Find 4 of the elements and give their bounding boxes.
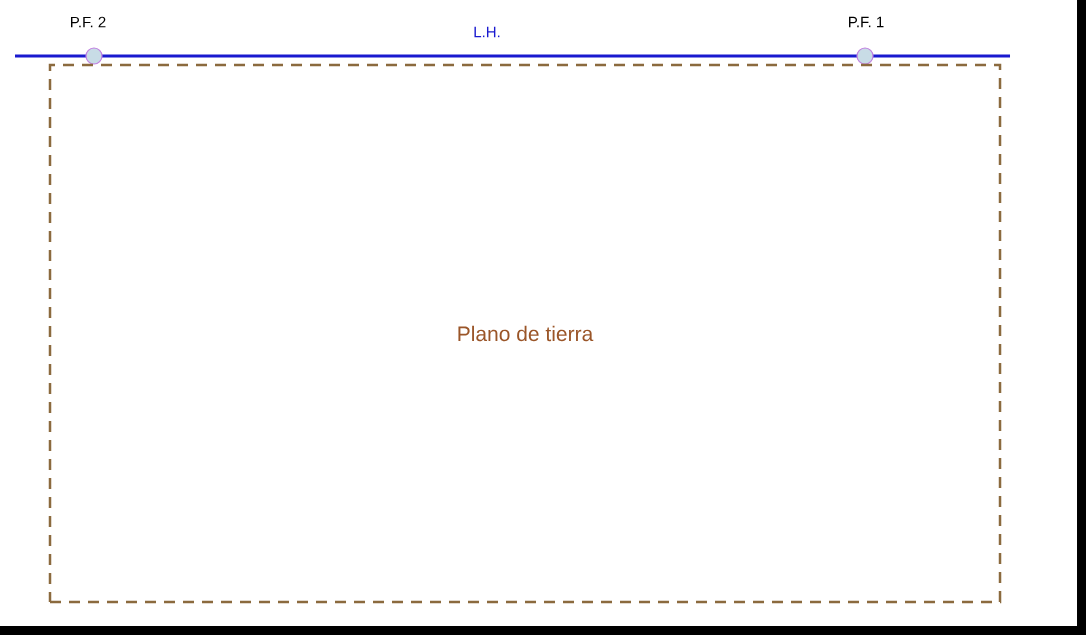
point-label: P.F. 2 [71, 16, 106, 28]
line-label: L.H. [474, 26, 500, 38]
dashed-region: Plano de tierra [48, 63, 1002, 604]
point-label: P.F. 1 [849, 16, 884, 28]
